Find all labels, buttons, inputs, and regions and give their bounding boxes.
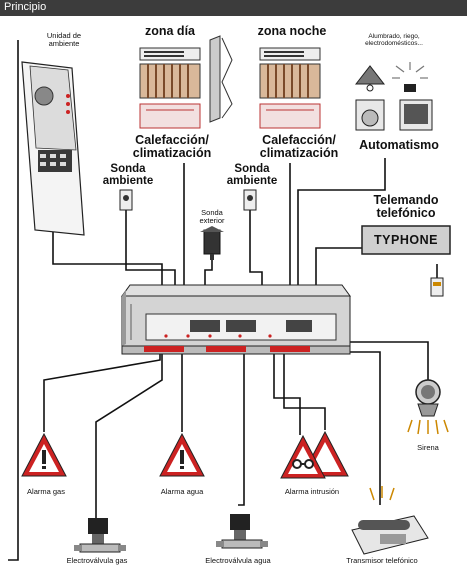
gas-valve-device [74,518,126,553]
remote-phone-label: Telemando telefónico [373,193,439,221]
day-zone-label: zona día [144,24,195,38]
room-unit-label: Unidad de ambiente [46,31,82,48]
room-sensor-2 [243,189,257,211]
night-heating-label: Calefacción/ climatización [259,133,339,161]
siren-label: Sirena [417,443,439,452]
room-sensor-1 [119,189,133,211]
intrusion-alarm-sign [280,430,349,479]
header-title: Principio [4,1,47,13]
night-zone-label: zona noche [257,24,327,38]
water-valve-label: Electroválvula agua [205,556,271,565]
central-controller [121,284,351,355]
water-alarm-sign [159,432,205,477]
intrusion-alarm-label: Alarma intrusión [284,487,340,496]
outdoor-sensor [200,226,224,260]
gas-alarm-label: Alarma gas [27,487,65,496]
water-valve-device [216,514,268,549]
room-unit-device [21,61,85,236]
night-zone-heating-units [259,47,321,129]
header-bar: Principio [0,0,467,16]
lighting-label: Alumbrado, riego, electrodomésticos... [365,33,423,47]
room-sensor-2-label: Sonda ambiente [226,163,278,188]
automation-devices [354,62,433,131]
outdoor-sensor-label: Sonda exterior [199,208,225,225]
gas-alarm-sign [21,432,67,477]
room-sensor-1-label: Sonda ambiente [102,163,154,188]
day-heating-label: Calefacción/ climatización [132,133,212,161]
siren-device [407,379,449,435]
typhone-label: TYPHONE [374,233,438,247]
typhone-unit [361,225,451,297]
automation-label: Automatismo [359,138,439,152]
water-alarm-label: Alarma agua [160,487,204,496]
telephone-transmitter [351,486,429,555]
telephone-transmitter-label: Transmisor telefónico [346,556,418,565]
day-zone-heating-units [139,35,233,129]
connection-wires [8,40,438,561]
gas-valve-label: Electroválvula gas [66,556,128,565]
